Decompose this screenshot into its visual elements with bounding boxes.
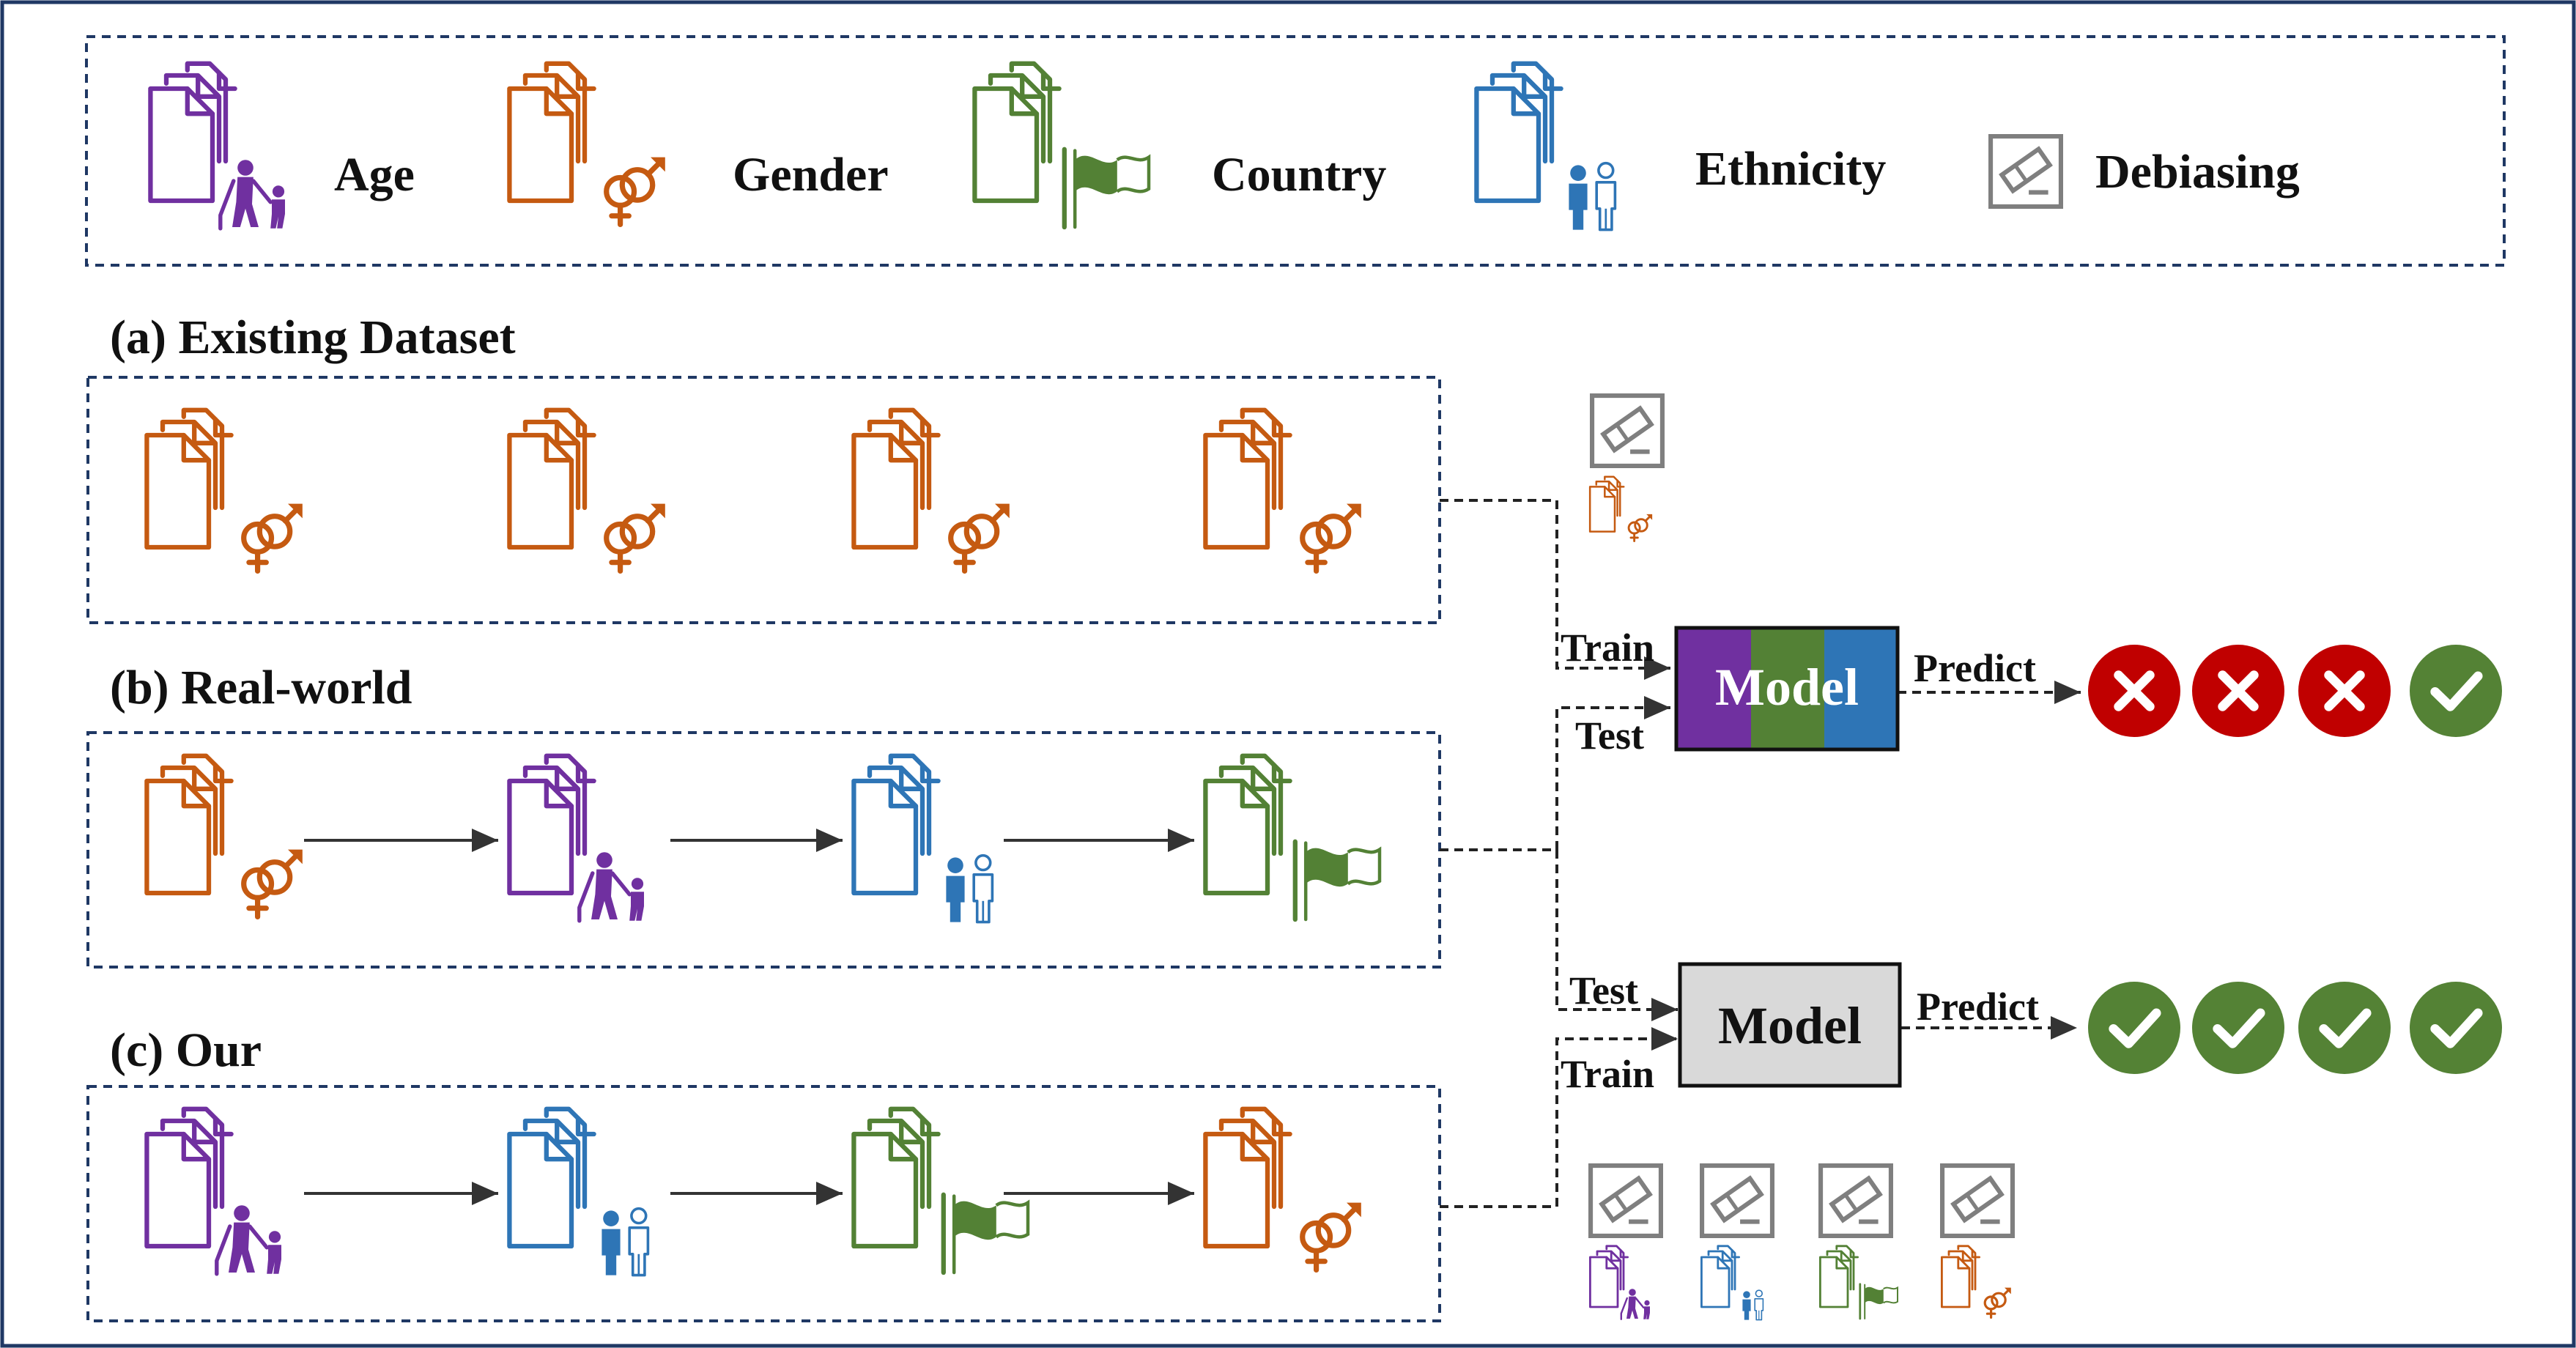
age-document-icon bbox=[1589, 1245, 1650, 1321]
check-icon bbox=[2088, 982, 2180, 1074]
country-document-icon bbox=[851, 1106, 1030, 1275]
gender-document-icon bbox=[1941, 1245, 2011, 1319]
bottom-prediction-results bbox=[2088, 982, 2502, 1074]
bottom-train-label: Train bbox=[1561, 1052, 1654, 1096]
legend-label-country: Country bbox=[1212, 148, 1386, 201]
legend-item-debiasing: Debiasing bbox=[1988, 134, 2300, 209]
gender-document-icon bbox=[851, 407, 1010, 574]
legend-label-debiasing: Debiasing bbox=[2095, 145, 2300, 199]
check-icon bbox=[2410, 645, 2502, 737]
gender-document-icon bbox=[507, 61, 665, 228]
legend-label-age: Age bbox=[334, 148, 415, 201]
legend-label-ethnicity: Ethnicity bbox=[1695, 142, 1886, 196]
cross-icon bbox=[2088, 645, 2180, 737]
check-icon bbox=[2298, 982, 2391, 1074]
section-title-existing: (a) Existing Dataset bbox=[110, 311, 516, 364]
eraser-icon bbox=[1940, 1163, 2015, 1238]
legend-item-ethnicity: Ethnicity bbox=[1474, 61, 1886, 232]
ethnicity-document-icon bbox=[1700, 1245, 1764, 1321]
existing-dataset-sequence bbox=[144, 407, 1361, 574]
gender-document-icon bbox=[1588, 475, 1653, 543]
debiased-model-box: Model bbox=[1678, 962, 1902, 1088]
age-document-icon bbox=[507, 753, 644, 923]
eraser-icon bbox=[1988, 134, 2063, 209]
our-dataset-box bbox=[86, 1085, 1441, 1322]
legend-label-gender: Gender bbox=[733, 148, 889, 201]
bottom-debias-row bbox=[1588, 1163, 2015, 1321]
bottom-predict-label: Predict bbox=[1917, 985, 2039, 1029]
top-prediction-results bbox=[2088, 645, 2502, 737]
gender-document-icon bbox=[1203, 1106, 1361, 1273]
cross-icon bbox=[2192, 645, 2284, 737]
country-document-icon bbox=[972, 61, 1151, 230]
ethnicity-document-icon bbox=[851, 753, 994, 924]
eraser-icon bbox=[1700, 1163, 1774, 1238]
check-icon bbox=[2192, 982, 2284, 1074]
top-connectors bbox=[1440, 499, 2081, 851]
gender-document-icon bbox=[144, 407, 303, 574]
eraser-icon bbox=[1818, 1163, 1893, 1238]
gender-document-icon bbox=[507, 407, 665, 574]
top-test-label: Test bbox=[1575, 714, 1644, 758]
eraser-icon bbox=[1590, 393, 1665, 468]
biased-model-box: Model bbox=[1674, 626, 1900, 752]
top-debias-stack bbox=[1588, 393, 1665, 543]
legend-item-country: Country bbox=[972, 61, 1386, 230]
gender-document-icon bbox=[1203, 407, 1361, 574]
age-document-icon bbox=[148, 61, 285, 231]
legend-item-gender: Gender bbox=[507, 61, 889, 228]
existing-dataset-box bbox=[86, 376, 1441, 624]
age-document-icon bbox=[144, 1106, 281, 1276]
cross-icon bbox=[2298, 645, 2391, 737]
country-document-icon bbox=[1819, 1245, 1899, 1320]
top-train-label: Train bbox=[1561, 626, 1654, 670]
country-document-icon bbox=[972, 61, 1151, 230]
country-document-icon bbox=[1203, 753, 1382, 922]
check-icon bbox=[2410, 982, 2502, 1074]
eraser-icon bbox=[1588, 1163, 1663, 1238]
legend-box bbox=[85, 35, 2506, 267]
legend-item-age: Age bbox=[148, 61, 415, 231]
gender-document-icon bbox=[507, 61, 665, 228]
gender-document-icon bbox=[144, 753, 303, 920]
ethnicity-document-icon bbox=[507, 1106, 650, 1277]
section-title-realworld: (b) Real-world bbox=[110, 661, 412, 714]
ethnicity-document-icon bbox=[1474, 61, 1617, 232]
ethnicity-document-icon bbox=[1474, 61, 1617, 232]
bottom-connectors bbox=[1440, 850, 2077, 1208]
realworld-sequence bbox=[144, 753, 1382, 924]
bottom-test-label: Test bbox=[1569, 969, 1638, 1012]
debiased-model-label: Model bbox=[1718, 996, 1862, 1055]
our-dataset-sequence bbox=[144, 1106, 1361, 1277]
biased-model-label: Model bbox=[1715, 658, 1859, 716]
top-predict-label: Predict bbox=[1914, 646, 2036, 690]
eraser-icon bbox=[1988, 134, 2063, 209]
age-document-icon bbox=[148, 61, 285, 231]
section-title-ours: (c) Our bbox=[110, 1023, 262, 1077]
